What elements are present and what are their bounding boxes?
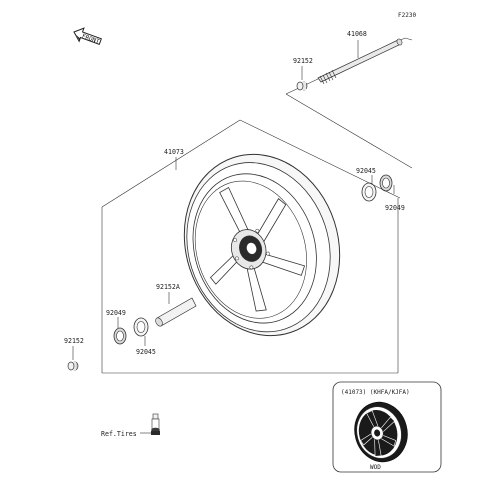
collar-inner-label: 92152A [156,283,180,291]
collar-left-label: 92152 [64,337,84,345]
inset-title: (41073) (KHFA/KJFA) [341,389,410,396]
wheel-bracket [101,119,401,374]
collar-top-label: 92152 [293,57,313,65]
collar-inner-part[interactable] [154,297,197,327]
valve-part[interactable] [151,413,160,435]
front-label: FRONT [81,33,101,46]
bearing-left-label: 92045 [136,348,156,356]
wheel-variant-part[interactable] [348,396,414,467]
bearing-right-label: 92045 [356,167,376,175]
collar-left-part[interactable] [67,361,79,371]
variant-inset: (41073) (KHFA/KJFA) WOD [332,381,442,473]
bearing-right-part[interactable] [361,182,377,202]
seal-right-part[interactable] [379,174,393,192]
wheel-part[interactable] [161,134,362,356]
diagram-code: F2230 [398,12,416,19]
seal-right-label: 92049 [385,204,405,212]
axle-label: 41068 [347,30,367,38]
wheel-label: 41073 [164,148,184,156]
axle-part[interactable] [317,38,403,85]
seal-left-label: 92049 [106,309,126,317]
front-arrow-icon: FRONT [73,27,102,46]
axle-group: 41068 92152 92045 92049 [285,30,413,212]
collar-top-part[interactable] [296,81,308,91]
bearing-left-part[interactable] [133,317,149,337]
valve-ref-label: Ref.Tires [101,430,137,438]
inset-color-label: WOD [370,464,381,471]
seal-left-part[interactable] [113,327,127,345]
